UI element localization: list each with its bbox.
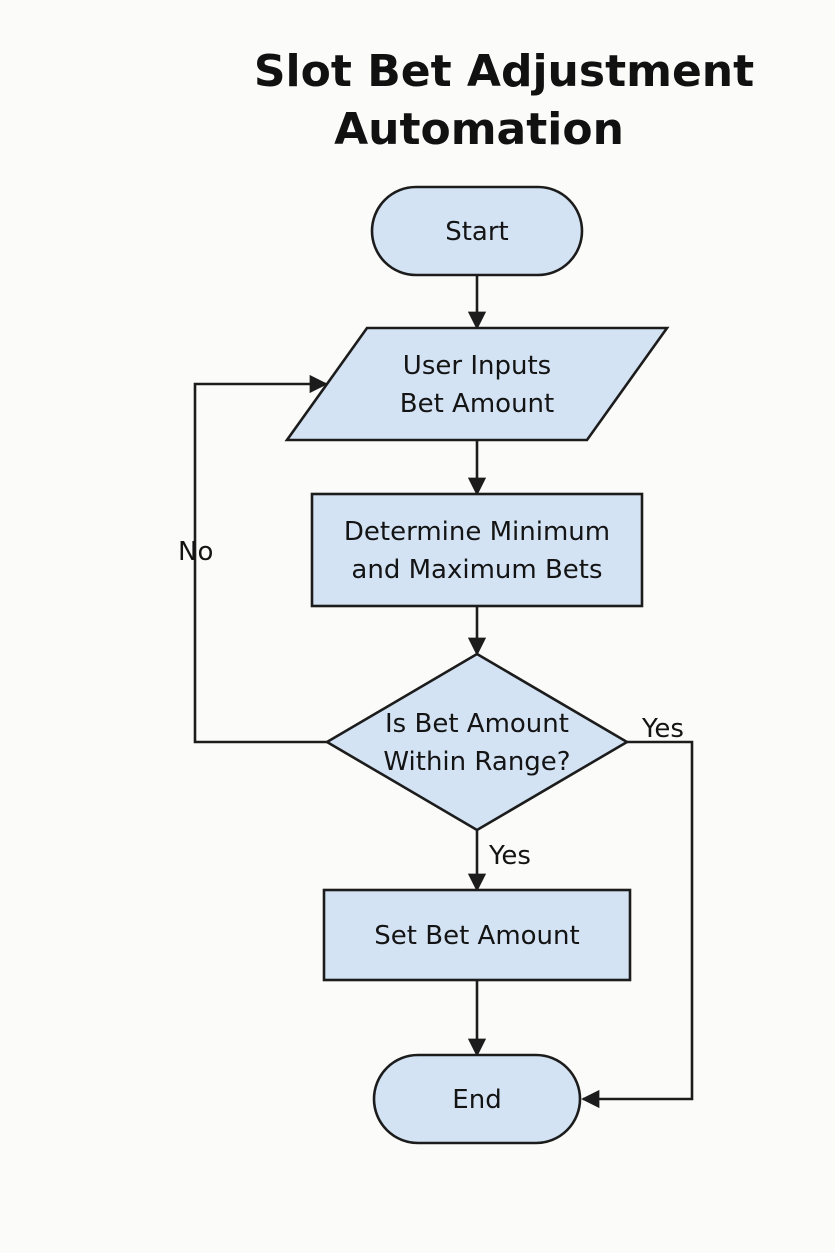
node-decision-text-line-2: Within Range? xyxy=(383,747,570,777)
diagram-title-line-2: Automation xyxy=(334,104,624,155)
process-box-shape xyxy=(322,888,632,982)
edge-label-decision-to-end: Yes xyxy=(641,714,684,744)
terminator-shape xyxy=(370,185,584,277)
node-decision-text-line-1: Is Bet Amount xyxy=(385,709,569,739)
edge-decision-to-input xyxy=(193,374,328,744)
node-determine: Determine Minimum and Maximum Bets xyxy=(310,492,644,608)
edge-label-decision-to-set: Yes xyxy=(488,841,531,871)
node-set: Set Bet Amount xyxy=(322,888,632,982)
edges xyxy=(193,275,694,1109)
terminator-shape xyxy=(372,1053,582,1145)
edge-decision-to-end xyxy=(581,740,694,1109)
parallelogram-shape xyxy=(284,326,670,442)
node-start-text-line-1: Start xyxy=(445,217,509,247)
node-end: End xyxy=(372,1053,582,1145)
node-determine-text-line-2: and Maximum Bets xyxy=(351,555,602,585)
node-set-text-line-1: Set Bet Amount xyxy=(374,921,579,951)
node-input-text-line-1: User Inputs xyxy=(403,351,551,381)
node-start: Start xyxy=(370,185,584,277)
process-box-shape xyxy=(310,492,644,608)
node-determine-text-line-1: Determine Minimum xyxy=(344,517,610,547)
diagram-title-line-1: Slot Bet Adjustment xyxy=(254,46,754,97)
node-input-text-line-2: Bet Amount xyxy=(400,389,554,419)
decision-diamond-shape xyxy=(324,652,630,832)
edge-label-decision-to-input: No xyxy=(178,537,213,567)
node-end-text-line-1: End xyxy=(452,1085,501,1115)
